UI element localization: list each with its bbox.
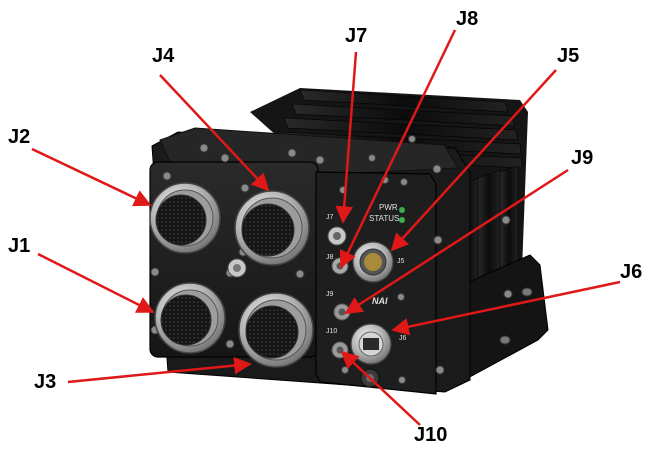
connector-j7 bbox=[327, 226, 347, 246]
connector-j8 bbox=[331, 257, 349, 275]
connector-j3 bbox=[238, 292, 314, 368]
callout-j10: J10 bbox=[414, 424, 448, 446]
panel-label-j10: J10 bbox=[326, 328, 338, 335]
connector-j5 bbox=[352, 241, 394, 283]
panel-label-j9: J9 bbox=[326, 291, 334, 298]
connector-j6 bbox=[350, 323, 392, 365]
callout-j3: J3 bbox=[34, 371, 57, 393]
panel-label-j6: J6 bbox=[399, 335, 407, 342]
connector-j1 bbox=[154, 282, 226, 354]
status-label: STATUS bbox=[369, 214, 400, 223]
brand-logo: NAI bbox=[372, 296, 388, 306]
callout-j5: J5 bbox=[557, 45, 580, 67]
arrow-j3 bbox=[67, 356, 252, 384]
panel-label-j5: J5 bbox=[397, 258, 405, 265]
callout-j2: J2 bbox=[8, 126, 31, 148]
callout-j9: J9 bbox=[571, 147, 594, 169]
connector-j4 bbox=[234, 190, 310, 266]
arrow-j5 bbox=[390, 69, 557, 252]
arrow-j4 bbox=[159, 74, 270, 192]
panel-screws bbox=[150, 135, 513, 384]
arrow-j7 bbox=[335, 51, 358, 224]
pwr-label: PWR bbox=[379, 203, 398, 212]
arrow-j9 bbox=[344, 168, 569, 315]
front-panel-right bbox=[315, 171, 437, 395]
arrow-j2 bbox=[31, 147, 152, 207]
center-grommet bbox=[227, 258, 247, 278]
arrow-j10 bbox=[340, 350, 421, 426]
callout-j7: J7 bbox=[345, 25, 368, 47]
callout-j6: J6 bbox=[620, 261, 643, 283]
arrow-j8 bbox=[339, 29, 457, 269]
status-leds bbox=[399, 207, 405, 223]
connector-j2 bbox=[149, 182, 221, 254]
panel-label-j8: J8 bbox=[326, 254, 334, 261]
arrow-j1 bbox=[37, 252, 155, 314]
callout-j4: J4 bbox=[152, 45, 175, 67]
panel-label-j7: J7 bbox=[326, 214, 334, 221]
arrow-j6 bbox=[391, 280, 621, 336]
callout-j1: J1 bbox=[8, 235, 31, 257]
callout-j8: J8 bbox=[456, 8, 479, 30]
callout-arrows bbox=[31, 29, 621, 426]
